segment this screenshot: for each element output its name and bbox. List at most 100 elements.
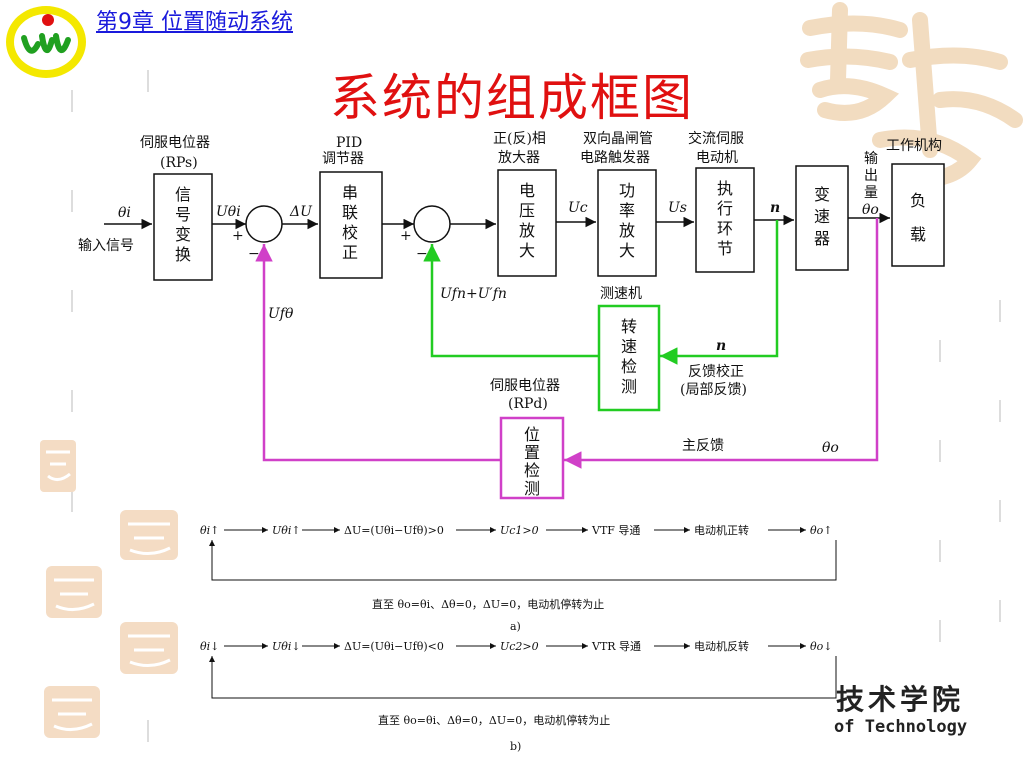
series-correct-char: 联 <box>342 203 358 222</box>
speed-detect-char: 检 <box>621 357 637 376</box>
n-feedback-label: n <box>716 338 726 354</box>
stamp-watermark-icon <box>40 440 76 492</box>
position-detect-block <box>499 416 565 500</box>
series-correct-char: 正 <box>342 243 358 262</box>
seq-a-start: θi↑ <box>200 524 219 537</box>
signal-convert-block <box>153 173 213 281</box>
delta-u-label: ΔU <box>289 204 313 220</box>
minus-sign: − <box>248 246 260 262</box>
position-detect-char: 检 <box>524 461 540 480</box>
seq-a-step-1: Uθi↑ <box>272 524 301 537</box>
actuator-char: 节 <box>717 239 733 258</box>
u-s-label: Us <box>668 200 687 216</box>
power-amp-char: 功 <box>619 181 635 200</box>
seq-a-step-5: 电动机正转 <box>694 523 749 537</box>
actuator-block <box>695 167 755 273</box>
u-f-theta-label: Ufθ <box>268 306 294 322</box>
output-label-1: 输 <box>864 151 878 167</box>
gearbox-char: 速 <box>814 207 830 226</box>
work-name-label: 工作机构 <box>886 138 942 154</box>
seq-b-step-2: ΔU=(Uθi−Ufθ)<0 <box>344 640 444 653</box>
actuator-char: 环 <box>717 219 733 238</box>
pid-sub-label: 调节器 <box>322 151 364 167</box>
load-char: 载 <box>910 225 926 244</box>
signal-convert-char: 信 <box>175 185 191 204</box>
seq-b-step-1: Uθi↓ <box>272 640 301 653</box>
gearbox-char: 变 <box>814 185 830 204</box>
series-correct-block <box>319 171 383 279</box>
stamp-watermark-icon <box>120 510 178 560</box>
position-detect-char: 置 <box>524 443 540 462</box>
seq-b-start: θi↓ <box>200 640 219 653</box>
motor-name-label-2: 电动机 <box>696 150 738 166</box>
power-amp-char: 率 <box>619 201 635 220</box>
seq-a-step-3: Uc1>0 <box>500 524 539 537</box>
local-feedback-label-2: (局部反馈) <box>680 382 747 398</box>
seq-b-until: 直至 θo=θi、Δθ=0，ΔU=0，电动机停转为止 <box>378 713 610 727</box>
plus-sign: + <box>400 228 412 244</box>
theta-o-label: θo <box>862 202 879 218</box>
rpd-name-label: 伺服电位器 <box>490 378 560 394</box>
voltage-amp-block <box>497 169 557 277</box>
plus-sign: + <box>232 228 244 244</box>
motor-name-label-1: 交流伺服 <box>688 130 744 147</box>
u-theta-i-label: Uθi <box>216 204 241 220</box>
power-amp-char: 大 <box>619 241 635 260</box>
seq-a-until: 直至 θo=θi、Δθ=0，ΔU=0，电动机停转为止 <box>372 597 604 611</box>
amp-name-label-2: 放大器 <box>498 150 540 166</box>
n-label: n <box>770 200 780 216</box>
calligraphy-watermark-icon <box>800 2 1023 188</box>
u-c-label: Uc <box>568 200 588 216</box>
voltage-amp-char: 大 <box>519 241 535 260</box>
theta-i-label: θi <box>118 205 131 221</box>
seq-b-step-4: VTR 导通 <box>591 640 641 653</box>
output-label-2: 出 <box>864 168 878 184</box>
gearbox-char: 器 <box>814 229 830 248</box>
voltage-amp-char: 压 <box>519 201 535 220</box>
seq-a-end: θo↑ <box>810 524 832 537</box>
main-feedback-label: 主反馈 <box>682 438 724 454</box>
gearbox-block <box>795 165 849 271</box>
signal-convert-char: 换 <box>175 245 191 264</box>
thy-name-label-1: 双向晶闸管 <box>583 131 653 147</box>
speed-detect-char: 测 <box>621 377 637 396</box>
actuator-char: 执 <box>717 179 733 198</box>
input-signal-label: 输入信号 <box>78 238 134 254</box>
seq-a-step-2: ΔU=(Uθi−Ufθ)>0 <box>344 524 444 537</box>
page-title: 系统的组成框图 <box>330 69 694 127</box>
stamp-watermark-icon <box>120 622 178 674</box>
position-detect-char: 位 <box>524 425 540 444</box>
chapter-link[interactable]: 第9章 位置随动系统 <box>96 10 293 35</box>
stamp-watermark-icon <box>46 566 102 618</box>
minus-sign: − <box>416 246 428 262</box>
school-name-cn: 技术学院 <box>836 683 965 716</box>
seq-a-caption: a) <box>510 620 521 633</box>
signal-convert-char: 变 <box>175 225 191 244</box>
theta-o-main-label: θo <box>822 440 839 456</box>
local-feedback-label-1: 反馈校正 <box>688 363 744 380</box>
speed-detect-char: 转 <box>621 317 637 336</box>
seq-b-step-3: Uc2>0 <box>500 640 539 653</box>
power-amp-block <box>597 169 657 277</box>
speed-detect-block <box>597 304 661 412</box>
series-correct-char: 串 <box>342 183 358 202</box>
speed-detect-char: 速 <box>621 337 637 356</box>
amp-name-label-1: 正(反)相 <box>493 131 546 147</box>
tacho-name-label: 测速机 <box>600 286 642 302</box>
thy-name-label-2: 电路触发器 <box>580 150 650 166</box>
load-char: 负 <box>910 191 926 210</box>
voltage-amp-char: 电 <box>519 181 535 200</box>
seq-b-end: θo↓ <box>810 640 832 653</box>
school-name-en: of Technology <box>834 717 968 737</box>
seq-b-caption: b) <box>510 740 521 753</box>
signal-convert-char: 号 <box>175 205 191 224</box>
rpd-code-label: (RPd) <box>508 396 548 412</box>
voltage-amp-char: 放 <box>519 221 535 240</box>
stamp-watermark-icon <box>44 686 100 738</box>
seq-a-step-4: VTF 导通 <box>591 524 640 537</box>
actuator-char: 行 <box>717 199 733 218</box>
pid-name-label: PID <box>336 135 362 151</box>
school-logo-icon <box>6 6 86 78</box>
position-detect-char: 测 <box>524 479 540 498</box>
